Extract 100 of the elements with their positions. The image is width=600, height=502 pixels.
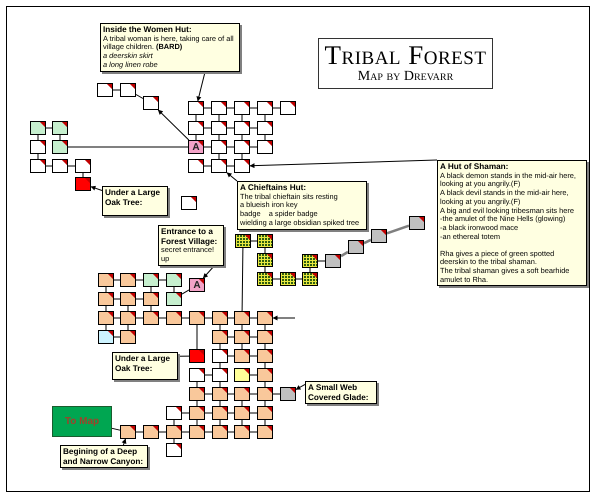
passage-line [204,374,212,376]
room-box [234,368,250,382]
passage-line [218,114,220,122]
room-box [30,140,46,154]
passage-line [250,374,258,376]
room-box [98,273,114,287]
room-box [52,159,68,173]
room-box [143,311,159,325]
callout-note [100,23,240,72]
passage-line [242,248,244,312]
passage-line [196,400,198,406]
room-box [188,121,204,135]
room-box [212,387,228,401]
passage-line [250,412,258,414]
callout-heading: Begining of a Deep and Narrow Canyon: [63,447,144,466]
room-box [189,349,205,363]
room-box [30,121,46,135]
callout-heading: Under a Large Oak Tree: [105,188,162,208]
passage-line [196,420,198,426]
room-box [257,330,273,344]
room-box [257,368,273,382]
room-box [348,240,364,254]
room-box [143,273,159,287]
room-box [212,311,228,325]
room-box [188,159,204,173]
map-title: Tribal Forest [324,41,488,69]
passage-line [114,336,120,338]
callout-note [437,160,587,286]
room-box [211,101,227,115]
room-box [120,425,136,439]
room-box [257,140,273,154]
passage-line [218,134,220,140]
passage-line [68,146,188,148]
callout-heading: Under a Large Oak Tree: [115,354,172,374]
room-box [120,83,136,97]
room-box [257,387,273,401]
room-box [120,330,136,344]
room-box [120,292,136,306]
room-box [52,140,68,154]
leader-arrow [196,72,206,102]
room-box [234,425,250,439]
passage-line [228,336,234,338]
room-box [166,443,182,457]
passage-line [264,324,266,330]
callout-heading: Entrance to a Forest Village: [161,227,218,246]
room-box [234,101,250,115]
leader-arrow [272,316,296,320]
passage-line [264,134,266,140]
room-box [143,96,159,110]
passage-line [136,298,144,300]
room-box [188,101,204,115]
room-box [211,121,227,135]
room-box [212,368,228,382]
room-box [211,140,227,154]
room-box [280,272,296,286]
passage-line [182,412,190,414]
room-box [325,254,341,268]
room-box [212,406,228,420]
passage-line [264,114,266,122]
room-box [181,196,197,210]
passage-line [264,344,266,350]
room-box [257,121,273,135]
passage-line [112,428,120,431]
passage-line [204,146,212,148]
callout-heading: A Hut of Shaman: [440,162,510,172]
room-box [280,387,296,401]
map-exit-box: To Map [52,406,112,437]
room-box [280,101,296,115]
passage-line [272,278,280,280]
passage-line [82,172,84,178]
passage-line [318,260,326,262]
leader-arrow [296,384,306,390]
room-box [120,311,136,325]
room-box [257,101,273,115]
passage-line [250,240,258,242]
callout-note [305,381,377,404]
room-box [52,121,68,135]
room-box [257,272,273,286]
room-box [257,253,273,267]
passage-line [204,412,212,414]
room-box [143,292,159,306]
room-box [189,368,205,382]
passage-line [150,306,152,312]
room-box [257,406,273,420]
room-box [166,292,182,306]
room-box [166,311,182,325]
callout-heading: A Chieftains Hut: [240,183,308,193]
room-box: A [188,140,204,154]
leader-line [178,356,190,357]
passage-line [250,336,258,338]
room-box [75,177,91,191]
leader-arrow [226,172,238,182]
callout-heading: A Small Web Covered Glade: [308,383,370,402]
room-box [234,349,250,363]
callout-note [237,181,367,230]
passage-line [264,400,266,406]
room-box [234,387,250,401]
room-box [234,311,250,325]
room-box [98,292,114,306]
room-box [189,425,205,439]
